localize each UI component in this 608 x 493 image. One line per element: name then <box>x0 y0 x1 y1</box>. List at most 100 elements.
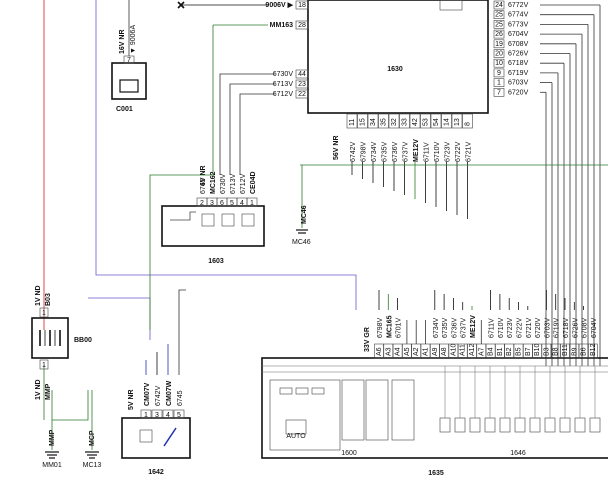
ecu1630-icon <box>439 0 463 11</box>
bsi1635-output <box>469 417 481 433</box>
ecu1630-bottom-wire: 6737V <box>403 141 410 162</box>
ecu1630-right-wire: 6708V <box>508 41 529 48</box>
bsi1635-connector: 33V GR <box>364 327 371 352</box>
ecu1630-bottom-wire: ME12V <box>413 139 420 162</box>
ecu1630-right-pin-box <box>493 39 505 49</box>
ecu1630-bottom-wire: 6710V <box>434 141 441 162</box>
ecu1630-title: 1630 <box>387 66 403 73</box>
bb00-title: BB00 <box>74 337 92 344</box>
bsi1635-block <box>391 379 415 441</box>
bsi1635-pin: A8 <box>441 347 448 356</box>
r1642-wire: 6745 <box>177 390 184 406</box>
ecu1630-right-wire: 6772V <box>508 2 529 9</box>
r1642-pin-box <box>162 409 174 419</box>
r1642-pin: 1 <box>144 412 148 419</box>
bsi1635-wire: 6798V <box>377 317 384 338</box>
bb00-bottom-wire: MMP <box>45 383 52 400</box>
ecu1630-bottom-wire: 6798V <box>361 141 368 162</box>
bsi1635-wire: 6736V <box>451 317 458 338</box>
ground-label: MC13 <box>83 462 102 469</box>
bsi1635-sub-label: 1646 <box>510 450 526 457</box>
ground-code: MMP <box>49 429 56 446</box>
bb00-bottom-pin: 1 <box>42 362 46 369</box>
ecu1630-bottom-pin-box <box>430 113 442 129</box>
ecu1630-left-pin-box <box>295 69 309 79</box>
bsi1635-switch <box>295 387 309 395</box>
ecu1630-left-wire-line <box>239 93 275 175</box>
ecu1630-right-pin: 7 <box>497 89 501 96</box>
ecu1630-bottom-pin-box <box>367 113 379 129</box>
ecu1630-left-pin: 22 <box>298 91 306 98</box>
bsi1635-pin: B8 <box>553 347 560 356</box>
bsi1635-box <box>261 357 608 459</box>
sensor1603-wire: 6712V <box>240 173 247 194</box>
ecu1630-bottom-wire: 6723V <box>445 141 452 162</box>
ecu1630-left-wire: 6712V <box>273 91 294 98</box>
bsi1635-pin: A11 <box>460 344 467 356</box>
bsi1635-pin-box <box>429 343 440 359</box>
bsi1635-pin: B10 <box>534 343 541 356</box>
sensor1603-wire: 6745 <box>200 178 207 194</box>
bsi1635-pin: A10 <box>450 343 457 356</box>
bsi1635-wire: 6735V <box>442 317 449 338</box>
bb00-top-wire: B03 <box>45 293 52 306</box>
bsi1635-pin: B7 <box>525 347 532 356</box>
ecu1630-bottom-pin-box <box>420 113 431 129</box>
bb00-top-pin: 1 <box>42 310 46 317</box>
bsi1635-pin-box <box>578 343 589 359</box>
r1642-switch <box>163 427 177 447</box>
ecu1630-bottom-pin-box <box>357 113 368 129</box>
bsi1635-wire: 6708V <box>582 317 589 338</box>
r1642-pin: 3 <box>155 412 159 419</box>
bsi1635-pin: A1 <box>423 347 430 356</box>
ecu1630-bottom-pin: 33 <box>402 118 409 126</box>
bsi1635-output <box>544 417 556 433</box>
bsi1635-output <box>499 417 511 433</box>
bsi1635-wire: 6719V <box>554 317 561 338</box>
ecu1630-bottom-pin: 15 <box>360 118 367 126</box>
r1642-wire-line <box>178 289 186 375</box>
bb00-bottom-connector: 1V ND <box>35 379 42 400</box>
bsi1635-wire: 6711V <box>489 318 496 338</box>
bb00-box <box>31 317 69 359</box>
sensor1603-symbol <box>170 211 196 221</box>
ecu1630-left-wire: 6730V <box>273 71 294 78</box>
bsi1635-pin: B11 <box>562 344 569 356</box>
bsi1635-pin: B3 <box>543 347 550 356</box>
ecu1630-bottom-pin: 42 <box>412 118 419 126</box>
bsi1635-wire: 6723V <box>507 317 514 338</box>
ecu1630-top-pin: 28 <box>298 22 306 29</box>
bsi1635-wire: 6701V <box>396 317 403 338</box>
ecu1630-right-pin-box <box>493 78 505 87</box>
ecu1630-bottom-pin-box <box>346 113 358 129</box>
ecu1630-left-wire: 6713V <box>273 81 294 88</box>
c001-title: C001 <box>116 106 133 113</box>
sensor1603-pin: 6 <box>220 200 224 207</box>
bsi1635-pin: B9 <box>571 347 578 356</box>
ecu1630-right-wire: 6704V <box>508 31 529 38</box>
ecu1630-top-pin-box <box>295 20 309 30</box>
c001-wire: ▼ 9006A <box>130 25 137 54</box>
bsi1635-switch <box>279 387 293 395</box>
ecu1630-bottom-pin: 14 <box>444 118 451 126</box>
r1642-box <box>121 417 191 459</box>
ecu1630-bottom-pin: 54 <box>433 118 440 126</box>
ecu1630-left-pin-box <box>295 79 309 89</box>
bsi1635-wire: 6721V <box>526 317 533 338</box>
ground-mc46-code: MC46 <box>301 205 308 224</box>
bsi1635-auto-label: AUTO <box>286 433 306 440</box>
ecu1630-left-pin: 44 <box>298 71 306 78</box>
bsi1635-block <box>341 379 365 441</box>
bsi1635-wire: ME12V <box>470 315 477 338</box>
bb00-top-connector: 1V ND <box>35 285 42 306</box>
sensor1603-symbol <box>241 213 255 227</box>
bsi1635-pin: B6 <box>581 347 588 356</box>
r1642-pin: 4 <box>166 412 170 419</box>
ecu1630-left-wire-line <box>229 83 275 175</box>
ground-code: MCP <box>89 430 96 446</box>
bsi1635-wire: 6704V <box>591 317 598 338</box>
ecu1630-box <box>307 0 489 114</box>
r1642-pin: 5 <box>177 412 181 419</box>
sensor1603-pin: 4 <box>240 200 244 207</box>
